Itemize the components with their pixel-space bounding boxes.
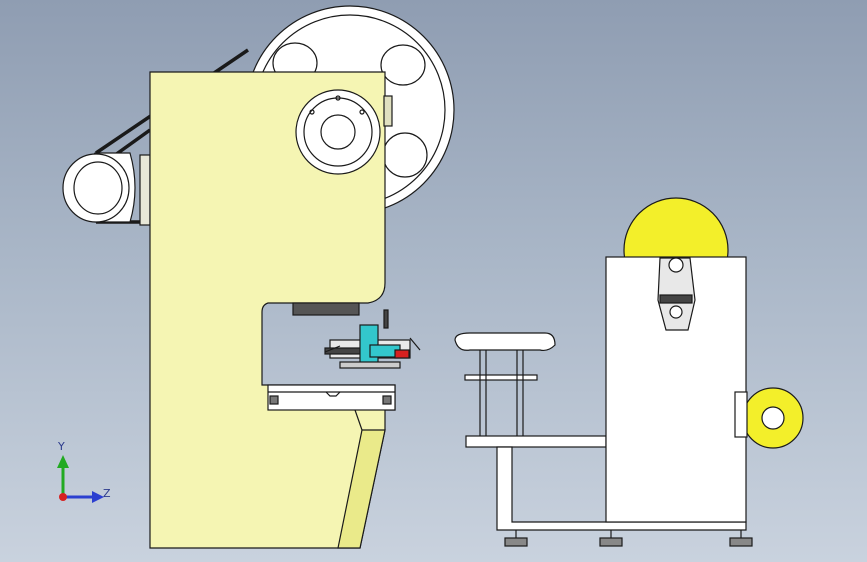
motor-pulley[interactable] <box>62 152 151 226</box>
origin-icon <box>59 493 67 501</box>
crank-hub[interactable] <box>295 89 393 175</box>
die-set[interactable] <box>324 309 421 369</box>
press-slide <box>292 302 360 316</box>
orientation-triad <box>57 455 104 503</box>
press-bed[interactable] <box>267 384 396 411</box>
y-axis-label: Y <box>58 440 65 453</box>
press-front-plate <box>337 429 386 549</box>
feeder-platform[interactable] <box>454 332 556 438</box>
z-axis-label: Z <box>103 487 111 500</box>
side-reel[interactable] <box>734 387 804 449</box>
feeder-cabinet[interactable] <box>605 197 747 523</box>
